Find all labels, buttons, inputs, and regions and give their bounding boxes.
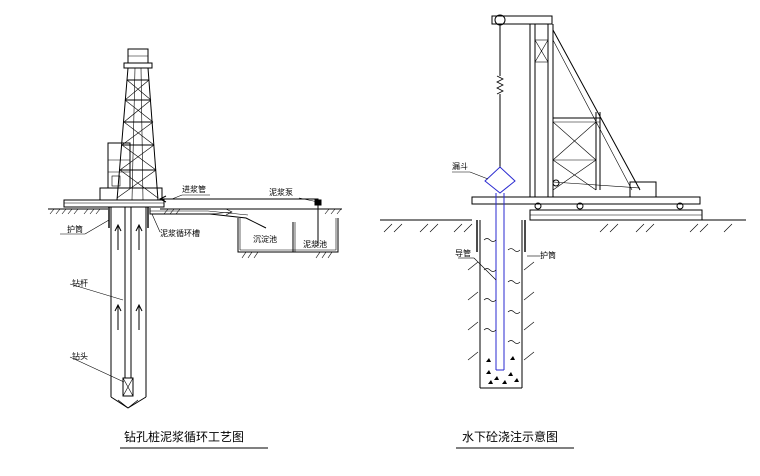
concreting-platform [471,196,701,205]
label-feed-pipe: 进浆管 [182,184,206,194]
hoist-spring [496,75,504,95]
label-hopper: 漏斗 [452,161,468,171]
borehole-bottom-right [127,396,147,409]
left-figure [48,48,342,409]
ground-hatch-right [163,208,342,215]
ground-hatch-left [49,208,101,215]
left-leaders [60,194,319,383]
label-settling-tank: 沉淀池 [253,234,277,244]
label-mud-tank: 泥浆池 [303,239,327,249]
caption-right: 水下砼浇注示意图 [462,429,558,444]
right-leaders [452,171,540,281]
tank-bottom-hatch [241,251,333,259]
mud-pump [314,199,322,206]
label-casing-right: 护筒 [540,250,556,260]
label-drill-rod: 钻杆 [72,278,88,288]
borehole-soil-hatch [467,261,535,361]
concrete-fill [486,356,519,384]
rig-machinery [107,142,131,189]
conduit [495,193,505,371]
label-circulation-trough: 泥浆循环槽 [160,228,200,238]
wheel [676,202,684,210]
wheel [576,202,584,210]
gantry-frame [491,14,657,198]
hopper [484,166,516,194]
drill-platform [63,199,165,208]
settling-mud-tanks [237,218,339,253]
flow-arrows-up [114,223,143,330]
right-figure [380,14,746,389]
caption-left: 钻孔桩泥浆循环工艺图 [124,429,244,444]
label-drill-bit: 钻头 [72,351,88,361]
derrick [116,48,159,201]
wheel [534,202,542,210]
drill-bit [122,377,134,397]
ground-hatch-r [383,223,733,233]
water-waves [483,238,521,344]
feed-pipe [160,198,319,205]
label-mud-pump: 泥浆泵 [269,187,293,197]
label-casing-left: 护筒 [67,224,83,234]
label-conduit: 导管 [455,248,471,258]
